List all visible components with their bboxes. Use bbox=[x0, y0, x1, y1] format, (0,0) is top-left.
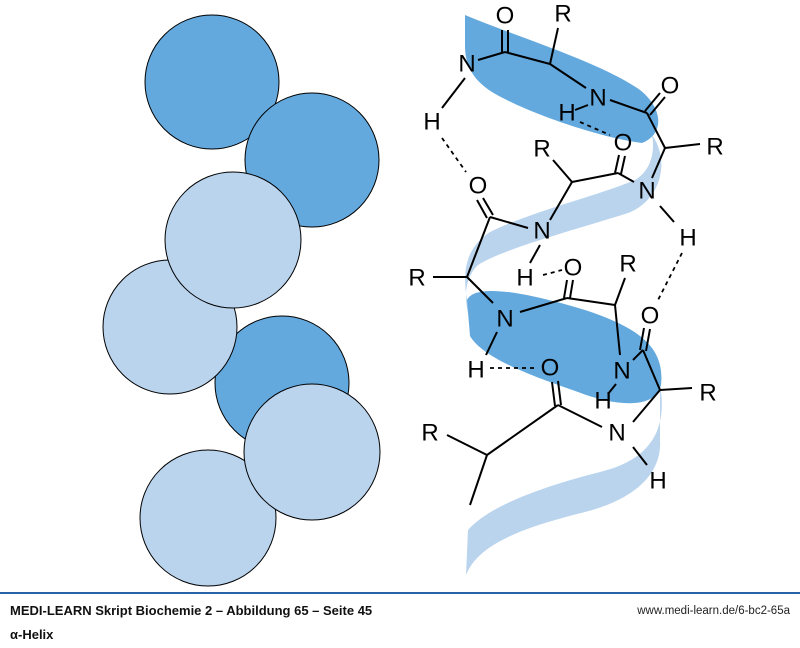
ribbon-front-top bbox=[465, 15, 659, 143]
atom-o: O bbox=[614, 130, 633, 157]
atom-h: H bbox=[423, 109, 440, 136]
atom-h: H bbox=[516, 265, 533, 292]
atom-n: N bbox=[458, 51, 475, 78]
atom-n: N bbox=[608, 420, 625, 447]
atom-n: N bbox=[589, 85, 606, 112]
atom-labels: O R N H N H O O R R O N N H H O R R N O … bbox=[408, 1, 723, 495]
atom-o: O bbox=[496, 3, 515, 30]
ribbon-back-lower bbox=[466, 385, 662, 575]
helix-ribbon bbox=[465, 15, 662, 575]
covalent-bonds bbox=[433, 27, 701, 506]
hydrogen-bond bbox=[441, 137, 467, 173]
residue-sphere bbox=[144, 14, 280, 150]
atom-r: R bbox=[699, 380, 716, 407]
ribbon-back-middle bbox=[465, 135, 662, 320]
atom-r: R bbox=[533, 136, 550, 163]
alpha-helix-figure: O R N H N H O O R R O N N H H O R R N O … bbox=[102, 1, 724, 587]
figure-title: α-Helix bbox=[10, 627, 54, 642]
residue-sphere bbox=[139, 449, 277, 587]
atom-n: N bbox=[496, 306, 513, 333]
space-filling-model bbox=[102, 14, 381, 587]
atom-h: H bbox=[649, 468, 666, 495]
residue-sphere bbox=[164, 171, 302, 309]
atom-r: R bbox=[706, 134, 723, 161]
atom-o: O bbox=[541, 355, 560, 382]
hydrogen-bond bbox=[656, 252, 683, 303]
residue-sphere bbox=[243, 383, 381, 521]
ribbon-front-middle bbox=[467, 290, 662, 404]
atom-n: N bbox=[638, 178, 655, 205]
footer-divider bbox=[0, 592, 800, 594]
atom-r: R bbox=[619, 251, 636, 278]
atom-n: N bbox=[533, 218, 550, 245]
atom-n: N bbox=[613, 358, 630, 385]
atom-r: R bbox=[421, 420, 438, 447]
atom-r: R bbox=[554, 1, 571, 28]
atom-h: H bbox=[467, 357, 484, 384]
atom-o: O bbox=[641, 303, 660, 330]
atom-r: R bbox=[408, 265, 425, 292]
atom-o: O bbox=[469, 173, 488, 200]
hydrogen-bond bbox=[542, 269, 563, 276]
figure-caption: MEDI-LEARN Skript Biochemie 2 – Abbildun… bbox=[10, 603, 373, 618]
atom-h: H bbox=[558, 100, 575, 127]
source-url[interactable]: www.medi-learn.de/6-bc2-65a bbox=[637, 605, 790, 617]
atom-o: O bbox=[661, 73, 680, 100]
atom-o: O bbox=[564, 255, 583, 282]
hydrogen-bonds bbox=[441, 121, 683, 369]
atom-h: H bbox=[594, 388, 611, 415]
atom-h: H bbox=[679, 225, 696, 252]
hydrogen-bond bbox=[579, 121, 611, 136]
